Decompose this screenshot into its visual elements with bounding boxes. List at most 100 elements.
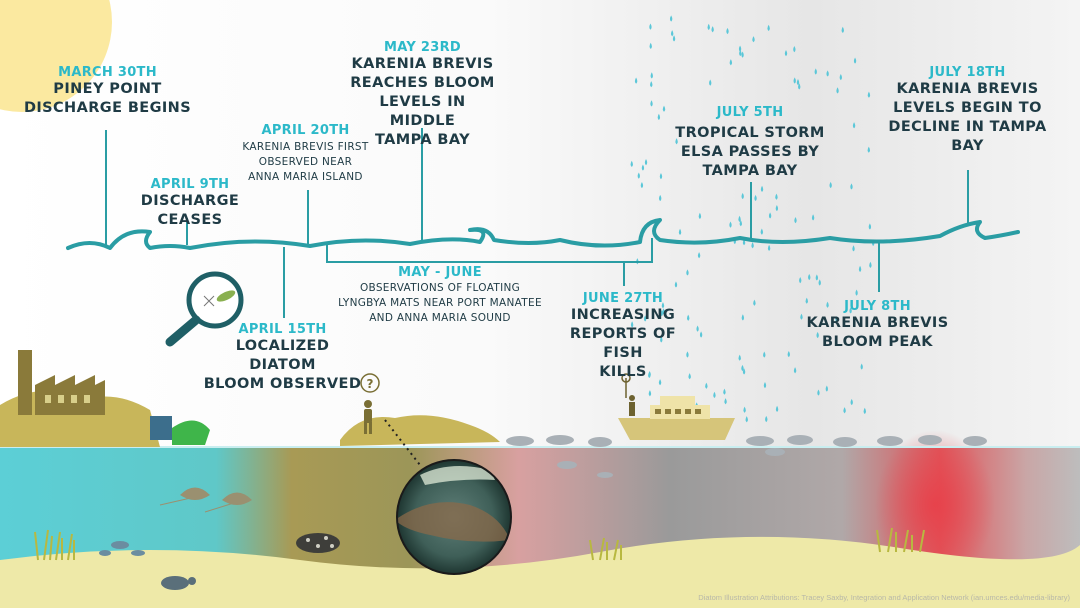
fish-icon <box>99 541 145 556</box>
raindrop-icon <box>775 204 779 212</box>
event-title-line: LEVELS IN MIDDLE <box>379 94 466 129</box>
raindrop-icon <box>863 407 866 415</box>
raindrop-icon <box>686 269 689 276</box>
raindrop-icon <box>753 299 756 306</box>
event-title-line: ELSA PASSES BY <box>680 144 820 160</box>
raindrop-icon <box>784 49 788 57</box>
event-title-line: OBSERVED NEAR <box>258 156 353 168</box>
raindrop-icon <box>742 368 746 375</box>
factory-icon <box>18 350 105 415</box>
raindrop-icon <box>852 245 855 252</box>
raindrop-icon <box>793 77 796 84</box>
raindrop-icon <box>650 81 653 88</box>
raindrop-icon <box>794 217 797 224</box>
event-title-line: KILLS <box>599 364 647 380</box>
raindrop-icon <box>849 307 852 314</box>
event-may23: MAY 23RD KARENIA BREVIS REACHES BLOOM LE… <box>345 40 500 150</box>
turtle-icon <box>161 576 196 590</box>
raindrop-icon <box>634 77 638 84</box>
raindrop-icon <box>760 185 764 192</box>
event-title-line: KARENIA BREVIS FIRST <box>242 141 369 153</box>
dead-fish-icon <box>506 435 987 478</box>
raindrop-icon <box>709 79 712 86</box>
wave-timeline <box>66 218 1020 250</box>
event-title-line: BLOOM PEAK <box>822 334 933 350</box>
raindrop-icon <box>669 15 673 22</box>
raindrop-icon <box>738 354 741 361</box>
event-june27: JUNE 27TH INCREASING REPORTS OF FISH KIL… <box>548 291 698 382</box>
event-date: JUNE 27TH <box>582 291 664 306</box>
raindrop-icon <box>660 336 663 343</box>
lyngbya-photo-circle <box>396 459 512 575</box>
raindrop-icon <box>738 45 742 52</box>
raindrop-icon <box>674 281 678 288</box>
event-title-line: LEVELS BEGIN TO <box>893 100 1042 116</box>
event-title-line: PINEY POINT <box>53 81 162 97</box>
raindrop-icon <box>811 214 815 221</box>
raindrop-icon <box>675 138 678 145</box>
raindrop-icon <box>711 26 714 33</box>
raindrop-icon <box>814 68 817 75</box>
stingray-icon <box>159 487 252 513</box>
raindrop-icon <box>816 331 819 339</box>
raindrop-icon <box>739 220 743 227</box>
shore-dune-middle <box>340 415 500 446</box>
raindrop-icon <box>841 26 844 33</box>
event-title-line: DISCHARGE BEGINS <box>23 100 192 116</box>
raindrop-icon <box>658 379 662 386</box>
raindrop-icon <box>850 183 853 190</box>
event-title-line: TROPICAL STORM <box>675 125 825 141</box>
raindrop-icon <box>707 23 710 30</box>
raindrop-icon <box>741 364 744 372</box>
event-title-line: ANNA MARIA ISLAND <box>248 171 363 183</box>
raindrop-icon <box>855 289 858 296</box>
raindrop-icon <box>713 391 716 398</box>
raindrop-icon <box>826 70 829 77</box>
raindrop-icon <box>687 314 690 321</box>
event-date: JULY 8TH <box>844 299 911 314</box>
event-date: MAY 23RD <box>384 40 461 55</box>
raindrop-icon <box>630 160 633 167</box>
event-date: APRIL 20TH <box>261 123 350 138</box>
event-title-line: KARENIA BREVIS <box>896 81 1039 97</box>
raindrop-icon <box>808 273 811 281</box>
raindrop-icon <box>738 215 741 222</box>
raindrop-icon <box>667 327 670 335</box>
outfall-pipe-icon <box>150 416 210 445</box>
event-date: JULY 18TH <box>929 65 1006 80</box>
boat-icon <box>618 373 735 440</box>
raindrop-icon <box>793 46 796 53</box>
raindrop-icon <box>768 212 772 219</box>
raindrop-icon <box>836 87 839 94</box>
raindrop-icon <box>763 381 767 389</box>
event-date: JULY 5TH <box>716 105 784 120</box>
raindrop-icon <box>658 194 662 202</box>
raindrop-icon <box>729 221 732 228</box>
raindrop-icon <box>752 36 755 43</box>
raindrop-icon <box>852 122 856 129</box>
grouper-icon <box>296 533 340 553</box>
event-title-line: TAMPA BAY <box>375 132 470 148</box>
raindrop-icon <box>640 181 644 189</box>
raindrop-icon <box>743 406 746 413</box>
raindrop-icon <box>817 389 820 396</box>
raindrop-icon <box>751 242 754 249</box>
event-title-line: AND ANNA MARIA SOUND <box>369 312 511 324</box>
event-title-line: LOCALIZED DIATOM <box>235 338 330 373</box>
raindrop-icon <box>726 27 729 35</box>
raindrop-icon <box>829 181 832 189</box>
event-july5: JULY 5TH TROPICAL STORM ELSA PASSES BY T… <box>670 105 830 181</box>
raindrop-icon <box>672 35 676 42</box>
raindrop-icon <box>787 350 790 358</box>
question-mark: ? <box>367 377 374 391</box>
event-date: APRIL 9TH <box>150 177 230 192</box>
raindrop-icon <box>818 279 821 286</box>
event-title-line: KARENIA BREVIS <box>806 315 949 331</box>
raindrop-icon <box>696 325 699 332</box>
raindrop-icon <box>649 42 652 49</box>
raindrop-icon <box>705 382 708 389</box>
event-date: MARCH 30TH <box>58 65 157 80</box>
seabed-sand <box>0 536 1080 608</box>
timeline-connectors <box>105 128 969 318</box>
